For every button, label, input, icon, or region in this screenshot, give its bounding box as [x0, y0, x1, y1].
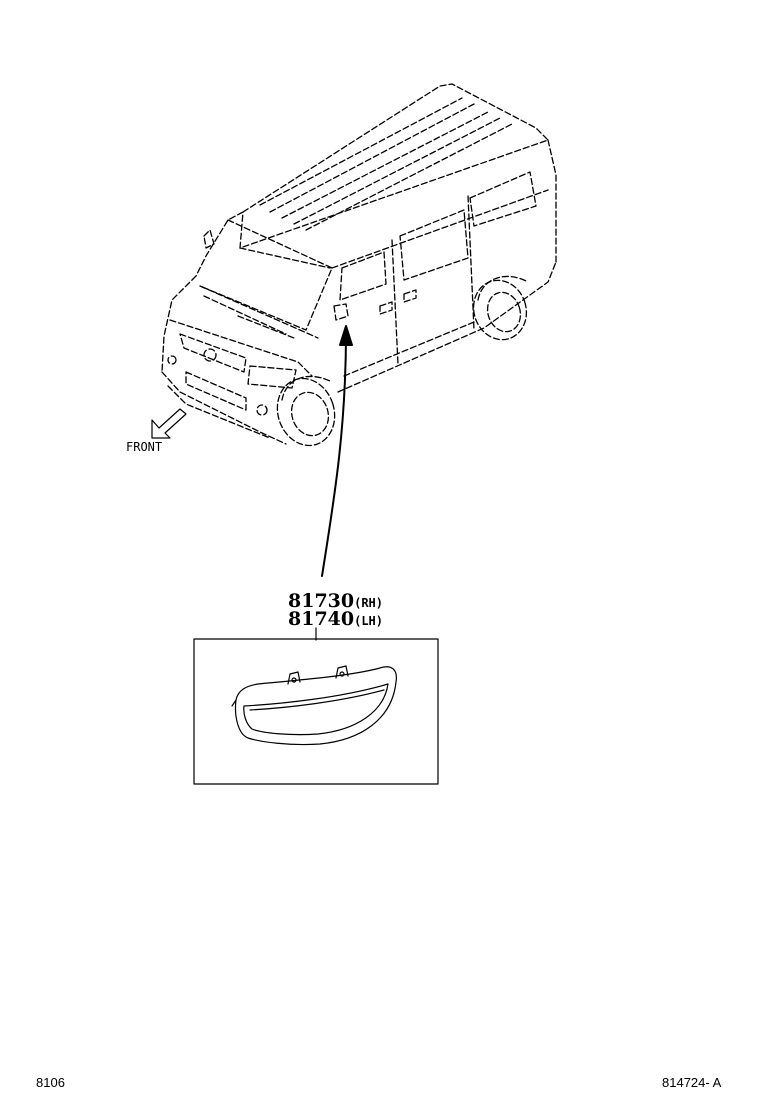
- footer-right-code: 814724- A: [662, 1075, 722, 1090]
- front-direction-arrow: [151, 408, 187, 439]
- front-label: FRONT: [126, 440, 163, 454]
- part-number-rh: 81730(RH): [288, 592, 383, 613]
- leader-line: [321, 325, 353, 577]
- van-illustration: [161, 83, 557, 447]
- part-side: (RH): [354, 596, 384, 610]
- part-number-lh: 81740(LH): [288, 610, 383, 631]
- footer-left-code: 8106: [36, 1075, 65, 1090]
- part-number: 81730: [288, 590, 355, 612]
- part-side: (LH): [354, 614, 384, 628]
- part-detail-box: [193, 638, 439, 785]
- mirror-turn-signal-lamp: [231, 665, 397, 746]
- part-number: 81740: [288, 608, 355, 630]
